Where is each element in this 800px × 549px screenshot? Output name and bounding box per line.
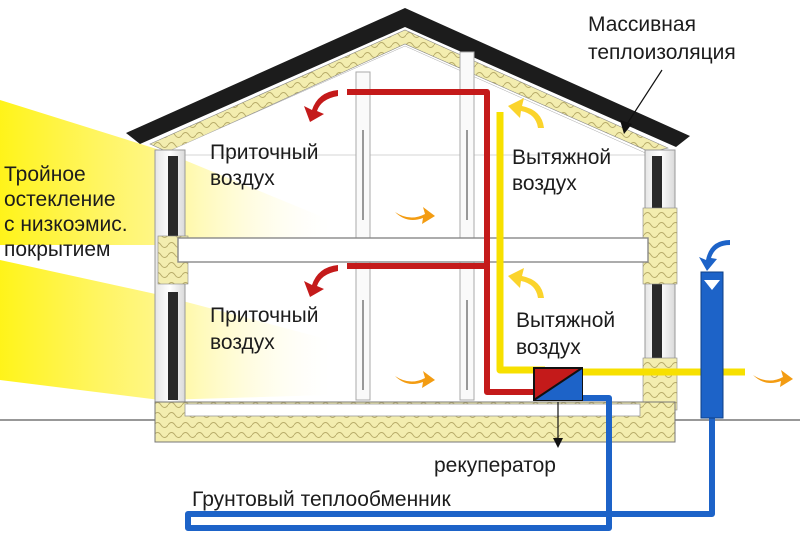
ground-exchanger-label: Грунтовый теплообменник — [192, 488, 451, 511]
curved-arrow-orange — [395, 207, 793, 388]
stair-posts — [355, 51, 475, 401]
right-wall — [642, 149, 678, 413]
ground-heat-exchanger-pipe — [185, 276, 715, 531]
foundation — [154, 401, 676, 443]
supply-air-bottom-label-line2: воздух — [210, 331, 275, 354]
glazing-label-line4: покрытием — [4, 238, 111, 261]
curved-arrow-red — [304, 90, 338, 297]
left-wall — [154, 149, 189, 413]
recuperator-label: рекуператор — [434, 454, 556, 477]
curved-arrow-yellow — [508, 98, 544, 298]
insulation-label-line2: теплоизоляция — [588, 41, 736, 64]
glazing-label-line3: с низкоэмис. — [4, 213, 128, 236]
insulation-label-line1: Массивная — [588, 13, 696, 36]
exhaust-air-top-label-line2: воздух — [512, 172, 577, 195]
supply-air-top-label-line2: воздух — [210, 167, 275, 190]
recuperator-pointer-head — [553, 438, 563, 448]
glazing-label-line2: остекление — [4, 188, 116, 211]
exhaust-air-bottom-label-line2: воздух — [516, 336, 581, 359]
exhaust-air-bottom-label-line1: Вытяжной — [516, 309, 616, 332]
heat-exchanger-icon — [533, 367, 583, 401]
air-intake-column — [700, 271, 724, 419]
exhaust-air-top-label-line1: Вытяжной — [512, 146, 612, 169]
supply-air-top-label-line1: Приточный — [210, 141, 319, 164]
insulation-pointer — [624, 69, 663, 128]
supply-air-bottom-label-line1: Приточный — [210, 304, 319, 327]
glazing-label-line1: Тройное — [4, 163, 86, 186]
curved-arrow-blue — [699, 240, 730, 271]
insulation-pointer-head — [620, 120, 632, 134]
supply-duct — [347, 89, 548, 395]
air-intake-vent-icon — [704, 280, 720, 290]
floor-slab — [177, 237, 649, 263]
